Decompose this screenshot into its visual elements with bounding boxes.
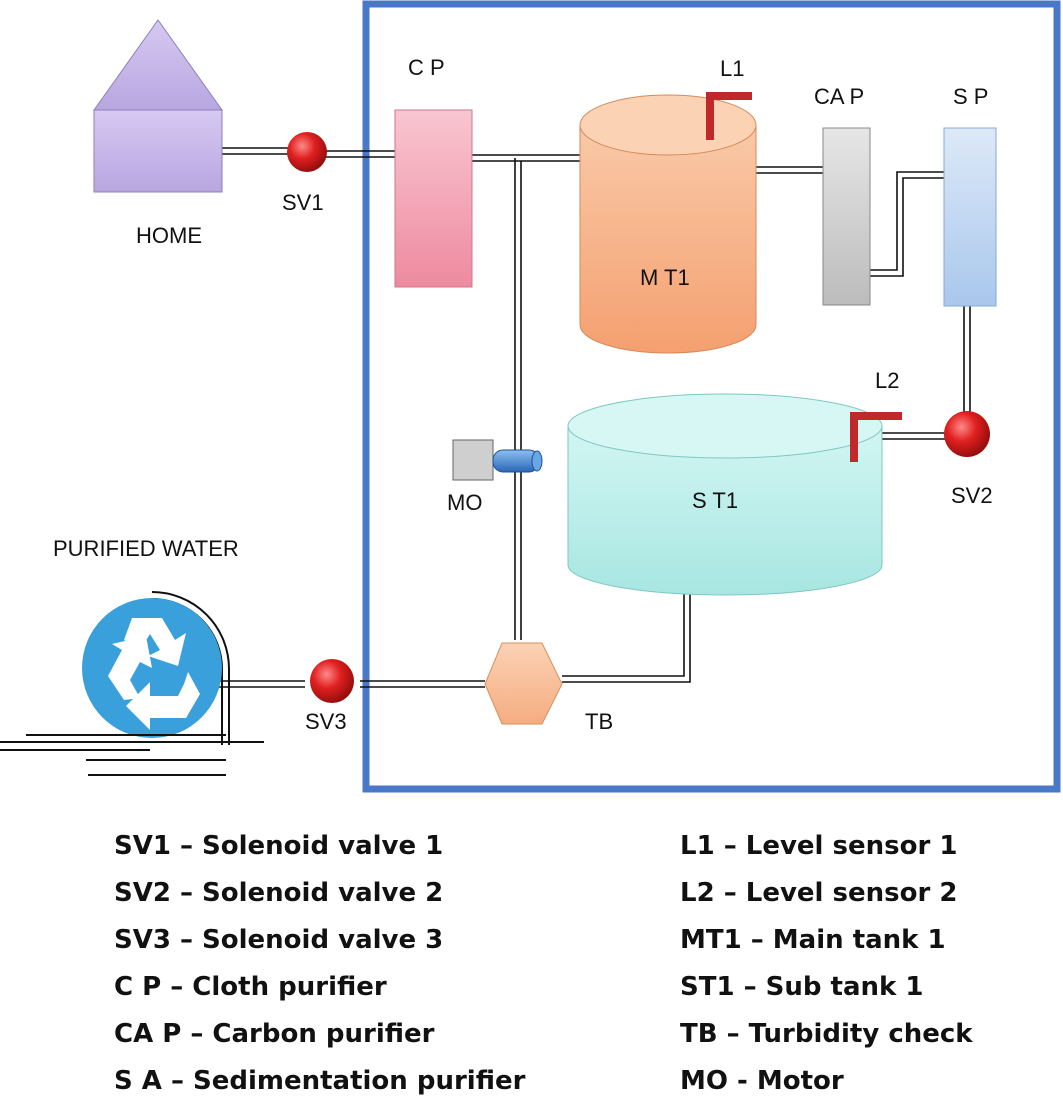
sv2-label: SV2 xyxy=(951,483,993,508)
legend-item: S A – Sedimentation purifier xyxy=(114,1066,526,1096)
carbon-purifier xyxy=(822,127,871,306)
turbidity-check xyxy=(484,642,563,725)
mo-label: MO xyxy=(447,490,482,515)
l1-label: L1 xyxy=(720,56,744,81)
sub-tank-1 xyxy=(567,393,883,596)
cap-label: CA P xyxy=(814,84,864,109)
sv3-label: SV3 xyxy=(305,709,347,734)
solenoid-valve-3 xyxy=(310,659,354,703)
l2-label: L2 xyxy=(875,368,899,393)
legend-item: MO - Motor xyxy=(680,1066,844,1096)
motor xyxy=(452,439,494,481)
legend-left: SV1 – Solenoid valve 1 SV2 – Solenoid va… xyxy=(114,823,525,1105)
legend-item: SV1 – Solenoid valve 1 xyxy=(114,831,444,861)
legend-item: TB – Turbidity check xyxy=(680,1019,973,1049)
pipes xyxy=(185,147,971,688)
motor-shaft xyxy=(492,449,543,473)
mt1-label: M T1 xyxy=(640,265,690,290)
home-label: HOME xyxy=(136,223,202,248)
sv1-label: SV1 xyxy=(282,190,324,215)
cloth-purifier xyxy=(394,109,473,288)
solenoid-valve-1 xyxy=(287,132,327,172)
legend-item: L1 – Level sensor 1 xyxy=(680,831,958,861)
legend-item: MT1 – Main tank 1 xyxy=(680,925,946,955)
purified-water-label: PURIFIED WATER xyxy=(53,536,239,561)
recycle-icon xyxy=(0,591,264,776)
level-sensor-2 xyxy=(850,412,902,462)
legend-item: ST1 – Sub tank 1 xyxy=(680,972,924,1002)
legend-right: L1 – Level sensor 1 L2 – Level sensor 2 … xyxy=(680,823,973,1105)
system-enclosure xyxy=(362,0,1061,793)
legend-item: C P – Cloth purifier xyxy=(114,972,387,1002)
sp-label: S P xyxy=(953,84,988,109)
st1-label: S T1 xyxy=(692,488,738,513)
cp-label: C P xyxy=(408,55,445,80)
legend-item: L2 – Level sensor 2 xyxy=(680,878,958,908)
level-sensor-1 xyxy=(706,92,752,140)
water-purification-diagram: HOME SV1 C P M T1 L1 CA P S P S T1 L2 SV… xyxy=(0,0,1061,793)
home-icon xyxy=(93,19,223,193)
tb-label: TB xyxy=(585,709,613,734)
legend-item: SV2 – Solenoid valve 2 xyxy=(114,878,444,908)
sedimentation-purifier xyxy=(943,127,997,307)
solenoid-valve-2 xyxy=(944,411,990,457)
main-tank-1 xyxy=(579,94,757,354)
legend-item: SV3 – Solenoid valve 3 xyxy=(114,925,444,955)
legend-item: CA P – Carbon purifier xyxy=(114,1019,435,1049)
